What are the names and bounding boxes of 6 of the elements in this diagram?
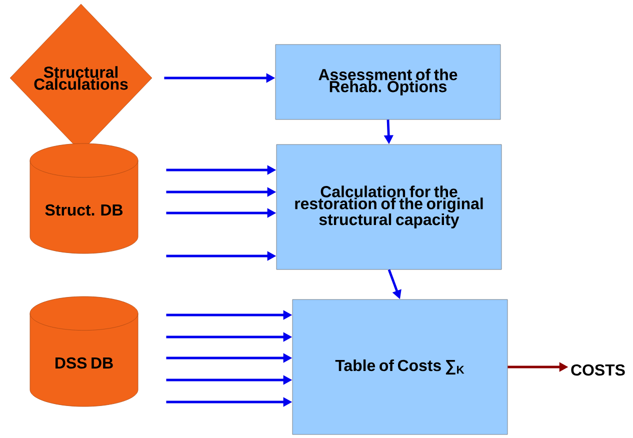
process-box: Assessment of the Rehab. Options [275, 44, 501, 120]
database-cylinder: Struct. DB [30, 143, 138, 254]
process-box: Calculation for the restoration of the original structural capacity [276, 144, 502, 270]
process-box: Table of Costs ∑$_{K}$ [292, 299, 508, 435]
database-cylinder: DSS DB [30, 296, 138, 407]
output-text: COSTS [571, 364, 625, 376]
